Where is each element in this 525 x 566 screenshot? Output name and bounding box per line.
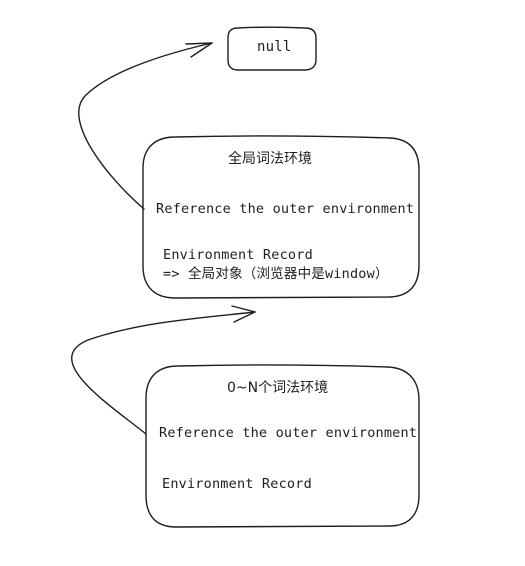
global-env-title: 全局词法环境 — [228, 151, 312, 167]
arrow-global-to-null — [78, 42, 213, 210]
local-env-title: 0~N个词法环境 — [227, 380, 329, 396]
global-env-record-label: Environment Record — [163, 247, 313, 263]
global-env-record-value: => 全局对象（浏览器中是window） — [163, 266, 389, 282]
null-label: null — [257, 39, 292, 55]
arrowhead-null — [185, 42, 213, 58]
arrowhead-global — [231, 305, 256, 323]
global-env-outer-ref: Reference the outer environment — [156, 201, 415, 217]
local-env-outer-ref: Reference the outer environment — [159, 425, 418, 441]
local-env-record-label: Environment Record — [162, 476, 312, 492]
local-env-box — [145, 364, 420, 528]
null-box — [227, 26, 317, 71]
arrow-local-to-global — [71, 311, 256, 435]
global-env-box — [142, 135, 420, 299]
